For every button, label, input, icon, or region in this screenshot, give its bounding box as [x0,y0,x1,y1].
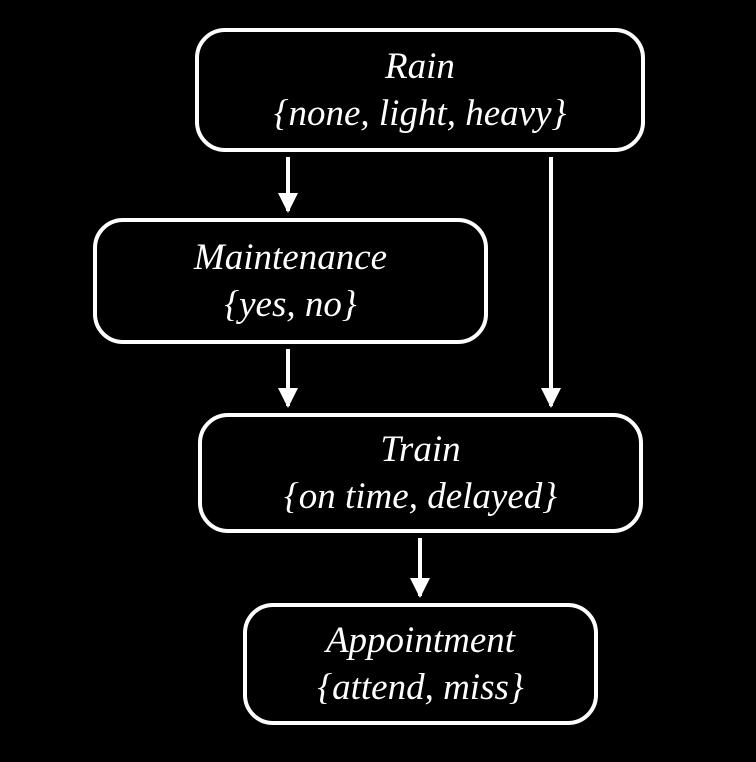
node-train-domain: {on time, delayed} [283,476,558,517]
node-train-label: Train [380,429,461,470]
node-maintenance-domain: {yes, no} [224,284,357,325]
node-rain: Rain {none, light, heavy} [195,28,645,152]
node-appointment-label: Appointment [325,620,516,661]
node-appointment-domain: {attend, miss} [317,667,524,708]
node-rain-label: Rain [385,46,455,87]
node-maintenance-label: Maintenance [193,237,388,278]
node-rain-domain: {none, light, heavy} [273,93,567,134]
node-train: Train {on time, delayed} [198,413,643,533]
node-maintenance: Maintenance {yes, no} [93,218,488,344]
node-appointment: Appointment {attend, miss} [243,603,598,725]
